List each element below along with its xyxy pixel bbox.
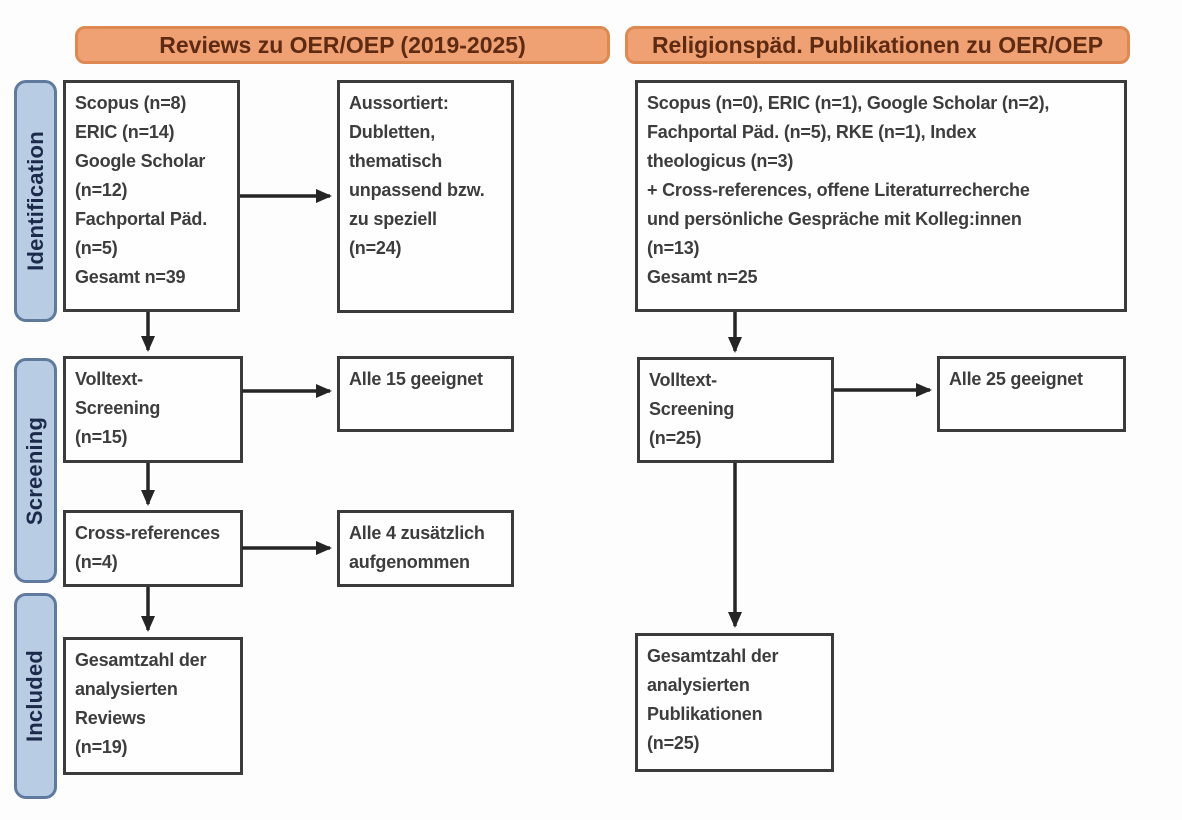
box-publikationen-sources: Scopus (n=0), ERIC (n=1), Google Scholar… bbox=[635, 80, 1127, 312]
stage-label-included-text: Included bbox=[22, 649, 48, 743]
box-reviews-fulltext-result: Alle 15 geeignet bbox=[337, 356, 514, 432]
stage-label-identification: Identification bbox=[14, 80, 57, 322]
stage-label-identification-text: Identification bbox=[22, 131, 48, 271]
box-publikationen-fulltext-screening: Volltext- Screening (n=25) bbox=[637, 357, 834, 463]
column-header-religionspaed-publikationen: Religionspäd. Publikationen zu OER/OEP bbox=[625, 26, 1130, 64]
stage-label-included: Included bbox=[14, 593, 57, 799]
stage-label-screening-text: Screening bbox=[22, 416, 48, 525]
box-reviews-excluded: Aussortiert: Dubletten, thematisch unpas… bbox=[337, 80, 514, 313]
stage-label-screening: Screening bbox=[14, 358, 57, 583]
box-reviews-included-total: Gesamtzahl der analysierten Reviews (n=1… bbox=[63, 637, 243, 775]
box-reviews-cross-references-result: Alle 4 zusätzlich aufgenommen bbox=[337, 510, 514, 587]
box-reviews-sources: Scopus (n=8) ERIC (n=14) Google Scholar … bbox=[63, 80, 240, 312]
box-publikationen-fulltext-result: Alle 25 geeignet bbox=[937, 356, 1126, 432]
box-publikationen-included-total: Gesamtzahl der analysierten Publikatione… bbox=[635, 633, 834, 772]
box-reviews-cross-references: Cross-references (n=4) bbox=[63, 510, 243, 587]
column-header-reviews: Reviews zu OER/OEP (2019-2025) bbox=[75, 26, 610, 64]
box-reviews-fulltext-screening: Volltext- Screening (n=15) bbox=[63, 356, 243, 463]
